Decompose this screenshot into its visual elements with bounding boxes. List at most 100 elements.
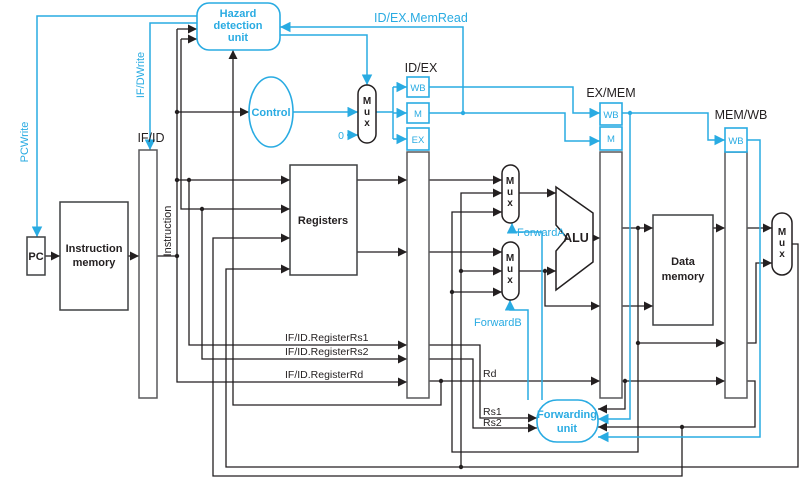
wire-rs2-to-idex [201,209,407,364]
svg-text:x: x [507,198,513,209]
svg-text:M: M [506,253,514,264]
forwarding-label-1: Forwarding [537,409,597,421]
ifdwrite-label: IF/DWrite [135,52,147,98]
instruction-memory [59,201,129,311]
junction-dots [174,109,685,470]
idex-wb-text: WB [410,83,425,94]
idex-memread-label: ID/EX.MemRead [374,11,468,25]
writeback-mux-letters: Mux [778,227,786,260]
forward-mux-a-letters: Mux [506,176,514,209]
ifid-rd-label: IF/ID.RegisterRd [285,369,363,381]
ifid-rs1-label: IF/ID.RegisterRs1 [285,332,369,344]
pc-label: PC [28,251,43,263]
wire-idex-rs2-to-fu [429,358,537,433]
hazard-label-3: unit [228,32,248,44]
ex-mem-register [599,151,623,399]
wire-idexrd-to-hazard [228,50,442,406]
zero-label: 0 [338,130,344,142]
wire-forward-b [504,300,529,400]
idex-m-text: M [414,109,422,120]
registers-label: Registers [298,215,348,227]
id-ex-wb-box [406,76,430,98]
svg-text:x: x [364,118,370,129]
wire-ifdwrite [144,22,197,150]
hazard-detection-unit [196,2,281,51]
exmem-wb-text: WB [603,110,618,121]
wire-idex-rs1-to-fu [429,344,537,423]
rs1-label: Rs1 [483,406,502,418]
hazard-label-1: Hazard [220,8,257,20]
forward-mux-a [501,164,520,224]
stage-label-memwb: MEM/WB [715,108,768,122]
ifid-rs2-label: IF/ID.RegisterRs2 [285,346,369,358]
idex-ex-text: EX [412,135,425,146]
control-wires [31,15,761,443]
svg-text:u: u [507,187,513,198]
stage-label-ifid: IF/ID [137,131,164,145]
svg-text:u: u [507,264,513,275]
registers-file [289,164,358,276]
wire-forward-wb [460,188,502,467]
wire-writereg-loop [212,233,683,477]
ex-mem-m-box [599,126,623,151]
stage-label-idex: ID/EX [405,61,438,75]
wire-b-to-exmem [544,271,600,311]
forward-b-label: ForwardB [474,317,522,329]
dmem-label-1: Data [671,256,696,268]
wire-wb-chain2 [622,112,725,146]
wire-wb-chain1 [429,86,600,119]
forward-mux-b [501,241,520,301]
stall-mux-letters: Mux [363,96,371,129]
stage-label-exmem: EX/MEM [586,86,635,100]
wire-forward-exmem [451,207,639,453]
wire-exmem-wb-to-fu [598,113,631,425]
id-ex-ex-box [406,127,430,151]
mem-wb-register [724,151,748,399]
instruction-label: Instruction [162,206,174,257]
rd-label: Rd [483,368,497,380]
mem-wb-wb-box [724,127,748,153]
svg-text:x: x [507,275,513,286]
alu-label: ALU [563,231,589,245]
pcwrite-label: PCWrite [19,122,31,163]
svg-text:M: M [363,96,371,107]
writeback-mux [771,212,793,276]
wire-m-chain [429,112,600,147]
rs2-label: Rs2 [483,417,502,429]
exmem-m-text: M [607,134,615,145]
hazard-label-2: detection [214,20,263,32]
svg-text:u: u [364,107,370,118]
id-ex-m-box [406,102,430,124]
wire-idex-memread [280,21,464,113]
wire-forward-a [506,223,543,400]
wire-rs1-to-idex [188,180,407,350]
forward-a-label: ForwardA [517,227,565,239]
alu [555,185,594,292]
data-memory [652,214,714,326]
control-unit [248,76,294,148]
dmem-label-2: memory [662,271,706,283]
imem-label-2: memory [73,257,117,269]
wire-instruction-main [176,29,407,387]
datapath-wires [45,24,799,477]
svg-text:M: M [506,176,514,187]
wire-memwb-alu [747,258,772,344]
stall-mux [357,84,377,144]
pc-register [26,236,46,276]
svg-text:x: x [779,249,785,260]
imem-label-1: Instruction [66,243,123,255]
forwarding-label-2: unit [557,423,577,435]
forwarding-unit [536,399,599,443]
wire-memwb-rd-to-fu [598,380,756,432]
if-id-register [138,149,158,399]
memwb-wb-text: WB [728,136,743,147]
forward-mux-b-letters: Mux [506,253,514,286]
wire-pcwrite [31,15,197,237]
ex-mem-wb-box [599,102,623,126]
svg-text:u: u [779,238,785,249]
wire-read-reg2 [180,39,290,214]
control-label: Control [251,107,290,119]
id-ex-register [406,151,430,399]
